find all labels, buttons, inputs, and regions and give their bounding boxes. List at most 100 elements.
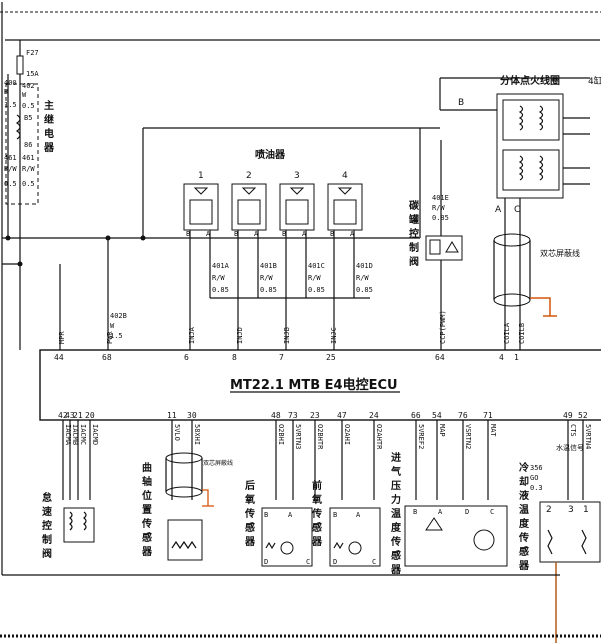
svg-text:A: A	[350, 230, 355, 238]
ecu-pin-1: 1 COILB	[514, 323, 526, 362]
svg-text:D: D	[264, 558, 268, 566]
pin-number: 30	[187, 411, 197, 420]
pin-number: 4	[499, 353, 504, 362]
injector-number: 3	[294, 171, 300, 181]
ignition-coil: 分体点火线圈 4缸 B A C 双芯屏蔽线	[439, 74, 601, 350]
pin-number: 20	[85, 411, 95, 420]
injector-number: 1	[198, 171, 204, 181]
svg-text:R/W: R/W	[22, 165, 35, 173]
svg-text:0.5: 0.5	[4, 180, 17, 188]
pin-signal: O2BHTR	[316, 424, 324, 450]
injector-wire-gauge: 0.85	[308, 286, 325, 294]
svg-text:1.5: 1.5	[4, 101, 17, 109]
injector-wire-color: R/W	[308, 274, 321, 282]
r2l-label: 后氧传感器	[243, 479, 256, 550]
svg-text:A: A	[254, 230, 259, 238]
svg-text:402B: 402B	[110, 312, 127, 320]
pin-number: 43	[65, 411, 75, 420]
pin-signal: INJC	[330, 327, 338, 344]
pin-number: 23	[310, 411, 320, 420]
ecu-pin-44: 44 MPR	[54, 331, 66, 362]
canister-valve: 401E R/W 0.85 碳罐控制阀	[407, 140, 463, 350]
crank-sensor: 双芯屏蔽线 曲轴位置传感器	[140, 452, 233, 561]
pin-signal: COILB	[518, 323, 526, 344]
pin-signal: MAP	[438, 424, 446, 437]
pin-number: 66	[411, 411, 421, 420]
svg-text:B: B	[330, 230, 334, 238]
svg-text:GO: GO	[530, 474, 538, 482]
svg-text:A: A	[495, 205, 502, 215]
svg-text:3: 3	[568, 505, 574, 515]
pin-signal: MPR	[58, 331, 66, 344]
svg-text:0.3: 0.3	[530, 484, 543, 492]
svg-text:D: D	[465, 508, 469, 516]
pin-number: 64	[435, 353, 445, 362]
svg-text:B: B	[333, 511, 337, 519]
pin-number: 8	[232, 353, 237, 362]
cvl-label: 碳罐控制阀	[407, 199, 420, 270]
svg-text:400: 400	[4, 79, 17, 87]
svg-text:1: 1	[583, 505, 589, 515]
pin-signal: 5VREF2	[417, 424, 425, 449]
svg-text:C: C	[490, 508, 494, 516]
svg-text:A: A	[356, 511, 361, 519]
pin-signal: 5VRTN3	[294, 424, 302, 449]
ecu-top-pins: 44MPR68PWR6INJA8INJD7INJB25INJC64CCP(PWM…	[54, 310, 526, 362]
svg-text:R/W: R/W	[4, 165, 17, 173]
svg-text:A: A	[302, 230, 307, 238]
svg-text:B: B	[458, 98, 464, 108]
fuse-rating: 15A	[26, 70, 39, 78]
pin-signal: 5VRTN4	[584, 424, 592, 449]
svg-text:461: 461	[22, 154, 35, 162]
pin-number: 73	[288, 411, 298, 420]
pin-signal: CCP(PWM)	[439, 310, 447, 344]
svg-text:W: W	[110, 322, 115, 330]
svg-text:分体点火线圈: 分体点火线圈	[500, 74, 560, 87]
map-sensor: B A D C 进气压力温度传感器	[389, 451, 508, 578]
svg-text:A: A	[438, 508, 443, 516]
pin-number: 1	[514, 353, 519, 362]
csl-label: 曲轴位置传感器	[140, 461, 153, 560]
injector-wire-gauge: 0.85	[356, 286, 373, 294]
mrl-label: 主继电器	[42, 99, 55, 156]
injector-wire-id: 401D	[356, 262, 373, 270]
pin-signal: O2AHI	[343, 424, 351, 445]
ivl-label: 怠速控制阀	[40, 491, 52, 562]
injector-wire-id: 401A	[212, 262, 230, 270]
pin-number: 44	[54, 353, 64, 362]
pin-number: 24	[369, 411, 379, 420]
pin-signal: CTS	[569, 424, 577, 437]
pin-signal: IACMC	[79, 424, 87, 445]
ecu-pin-64: 64 CCP(PWM)	[435, 310, 447, 362]
svg-text:C: C	[372, 558, 376, 566]
svg-text:2: 2	[546, 505, 552, 515]
ctl-label: 冷却液温度传感器	[517, 461, 530, 574]
svg-text:D: D	[333, 558, 337, 566]
svg-text:水温信号: 水温信号	[556, 443, 584, 452]
injector-wire-color: R/W	[356, 274, 369, 282]
svg-text:A: A	[206, 230, 211, 238]
pin-signal: O2BHI	[277, 424, 285, 445]
injector-number: 4	[342, 171, 348, 181]
injector-4: 4B A 401D R/W 0.85	[327, 171, 373, 350]
pin-number: 49	[563, 411, 573, 420]
svg-text:B: B	[413, 508, 417, 516]
pin-signal: VSRTN2	[464, 424, 472, 449]
